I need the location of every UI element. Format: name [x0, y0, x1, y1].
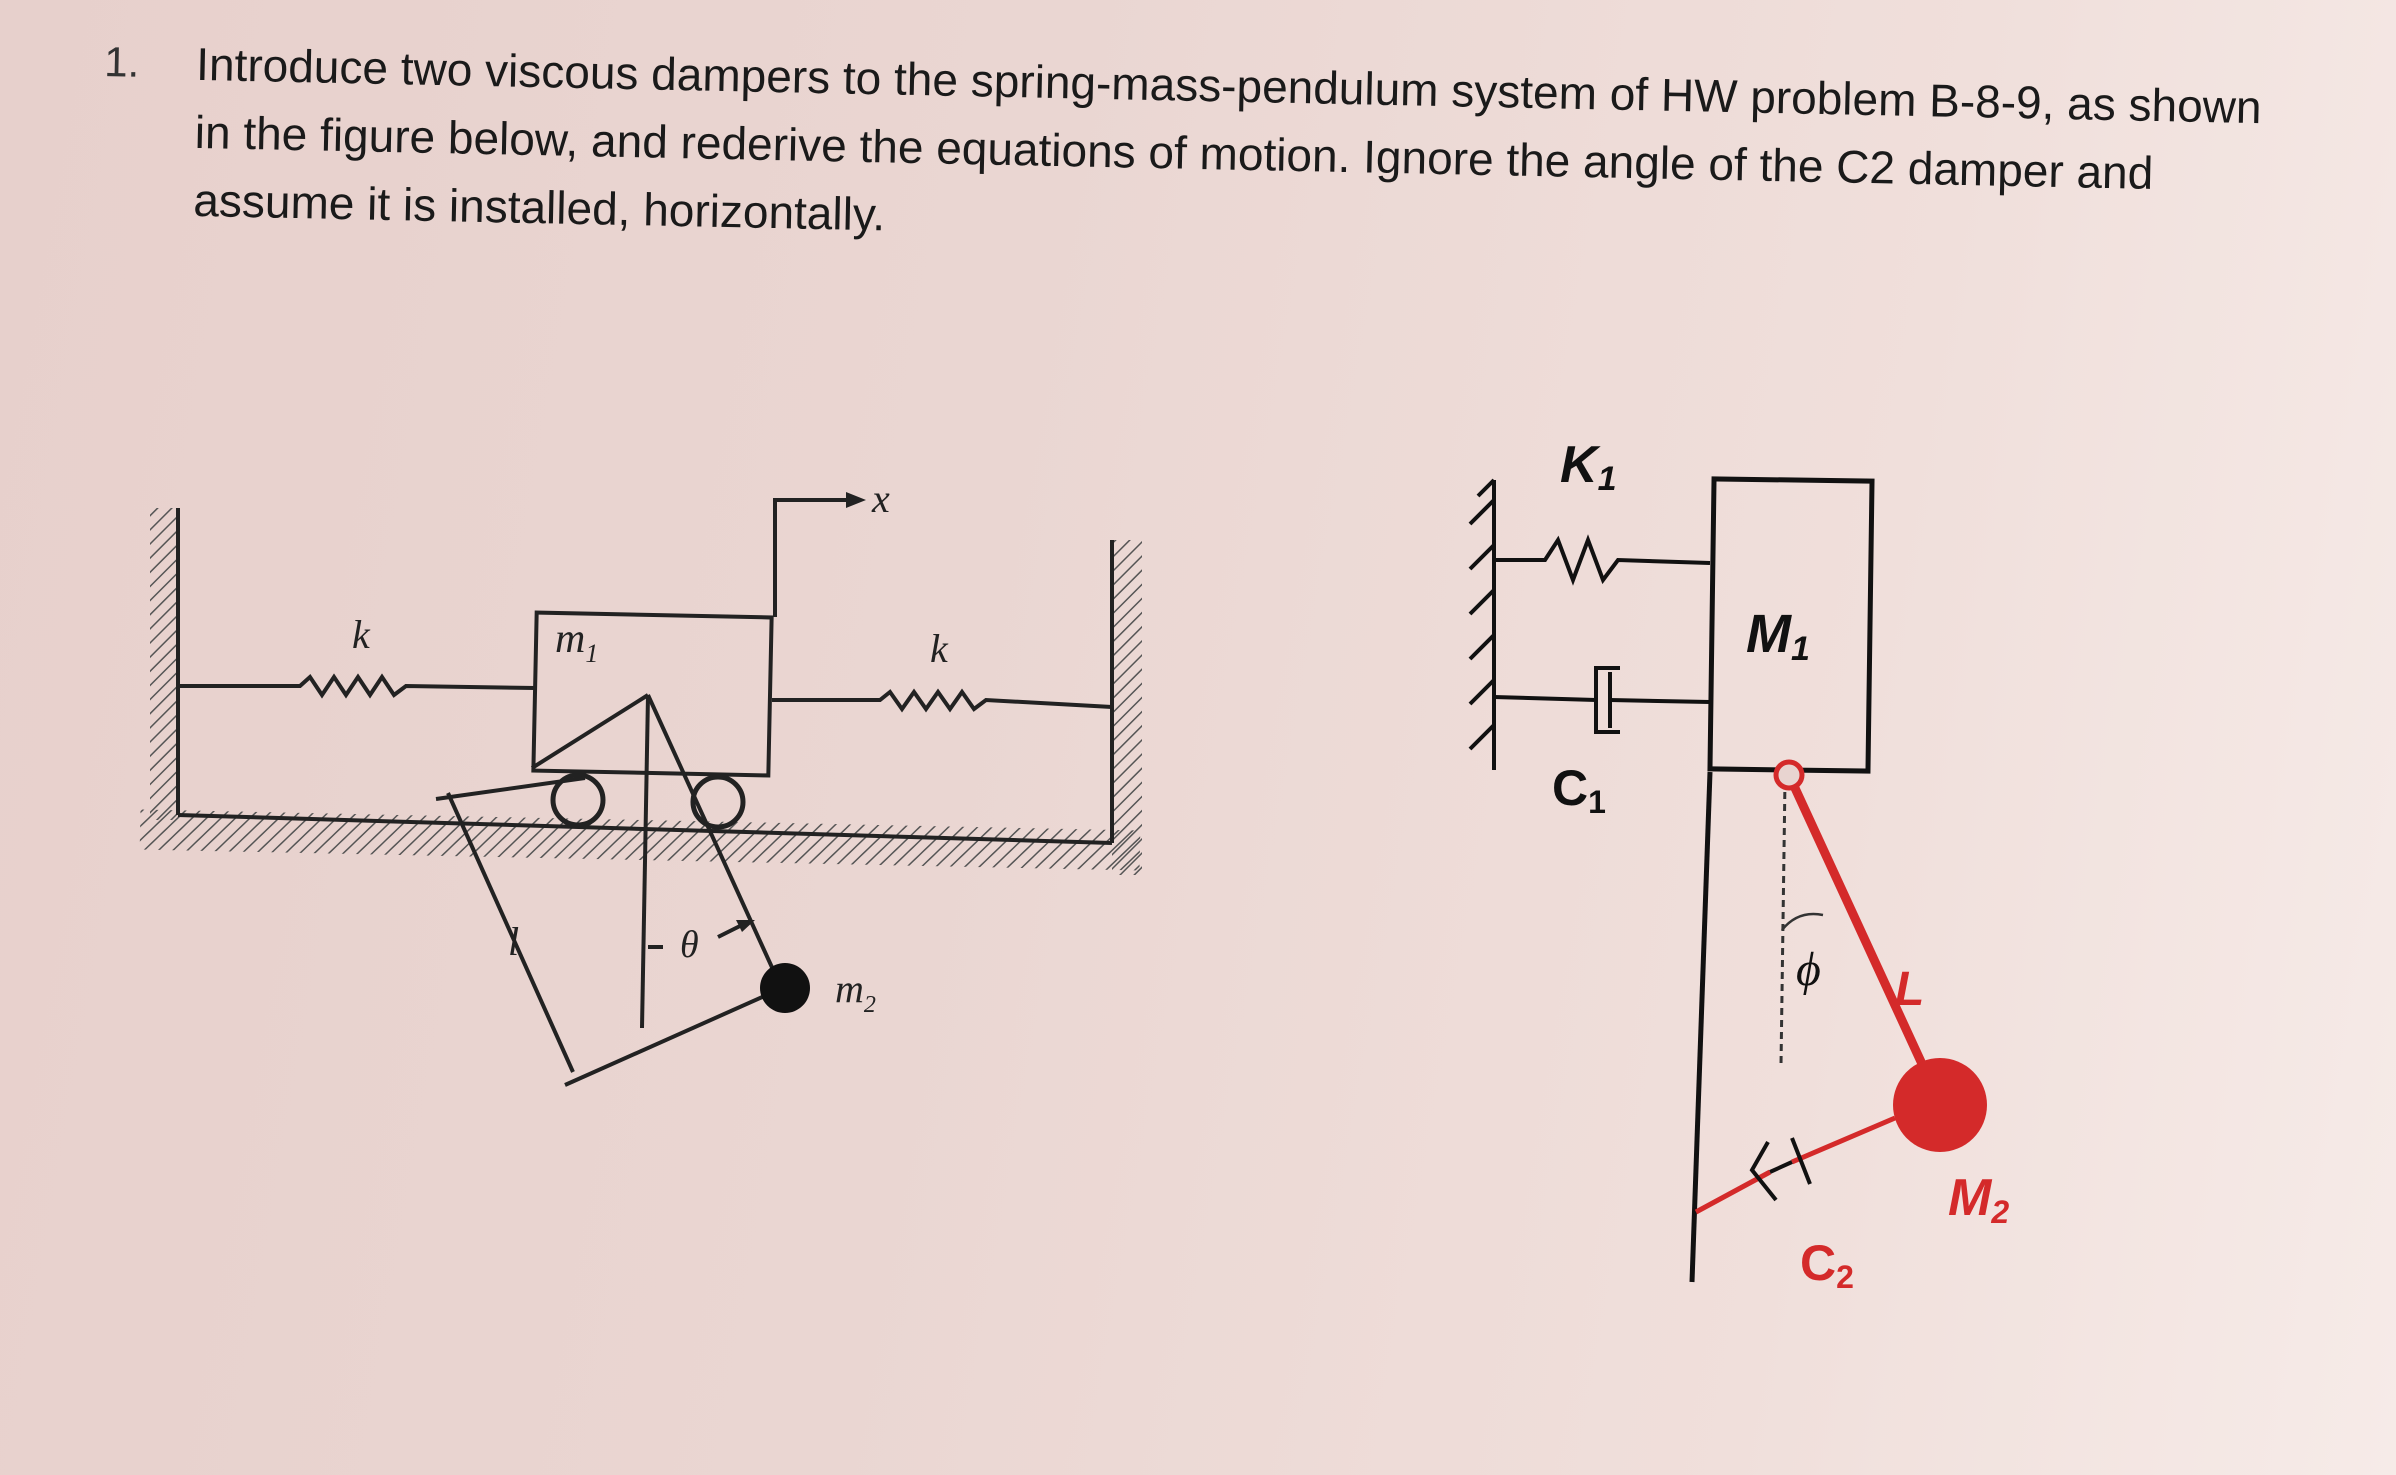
pendulum-bob-m2 — [760, 963, 810, 1013]
phi-reference-line — [1779, 779, 1787, 1066]
k1-label: K1 — [1560, 436, 1616, 498]
theta-arrow-shaft — [717, 923, 743, 939]
left-wall-hatch — [150, 508, 178, 820]
right-wall-hatch — [1112, 540, 1142, 875]
right-figure: K1 C1 M1 ϕ L M2 C2 — [1468, 436, 2009, 1295]
mass2-label: m2 — [835, 966, 876, 1018]
pendulum-bob-M2 — [1893, 1058, 1987, 1152]
right-spring-label: k — [930, 626, 949, 671]
damper-c2-body — [1749, 1137, 1812, 1202]
length-dim-line — [446, 792, 575, 1073]
pendulum-rod-L — [1784, 773, 1945, 1105]
m2-label: M2 — [1948, 1169, 2009, 1230]
pendulum-rod — [646, 694, 782, 986]
wheel-left — [550, 772, 606, 828]
vertical-reference — [640, 694, 650, 1029]
c2-label: C2 — [1800, 1235, 1854, 1295]
left-spring-label: k — [352, 612, 371, 657]
left-figure: k k m1 m2 x l θ — [139, 476, 1142, 1087]
x-arrowhead — [846, 492, 866, 508]
damper-c1 — [1493, 666, 1711, 734]
frame-bar — [1689, 771, 1713, 1283]
left-spring — [178, 673, 536, 699]
m1-label: M1 — [1746, 604, 1810, 668]
length-ext-bottom — [564, 988, 779, 1087]
length-label: l — [508, 919, 519, 964]
length-L-label: L — [1895, 963, 1924, 1016]
spring-k1 — [1494, 534, 1711, 586]
phi-arc — [1781, 912, 1824, 931]
length-ext-top — [435, 776, 586, 801]
theta-arrowhead — [736, 920, 755, 932]
c1-label: C1 — [1552, 760, 1606, 820]
pivot-circle — [1773, 759, 1805, 791]
damper-c2 — [1694, 1115, 1896, 1215]
ground-wall — [1468, 478, 1496, 770]
angle-theta-label: θ — [680, 924, 699, 966]
phi-label: ϕ — [1796, 943, 1821, 996]
floor-hatch — [139, 809, 1141, 871]
mass-m1 — [531, 610, 774, 778]
mass1-label: m1 — [555, 616, 598, 668]
mass-M1 — [1707, 476, 1875, 774]
right-spring — [772, 688, 1113, 713]
wheel-right — [690, 774, 746, 830]
x-reference — [773, 498, 850, 617]
x-label: x — [871, 476, 890, 521]
pivot-triangle-left — [530, 693, 650, 770]
